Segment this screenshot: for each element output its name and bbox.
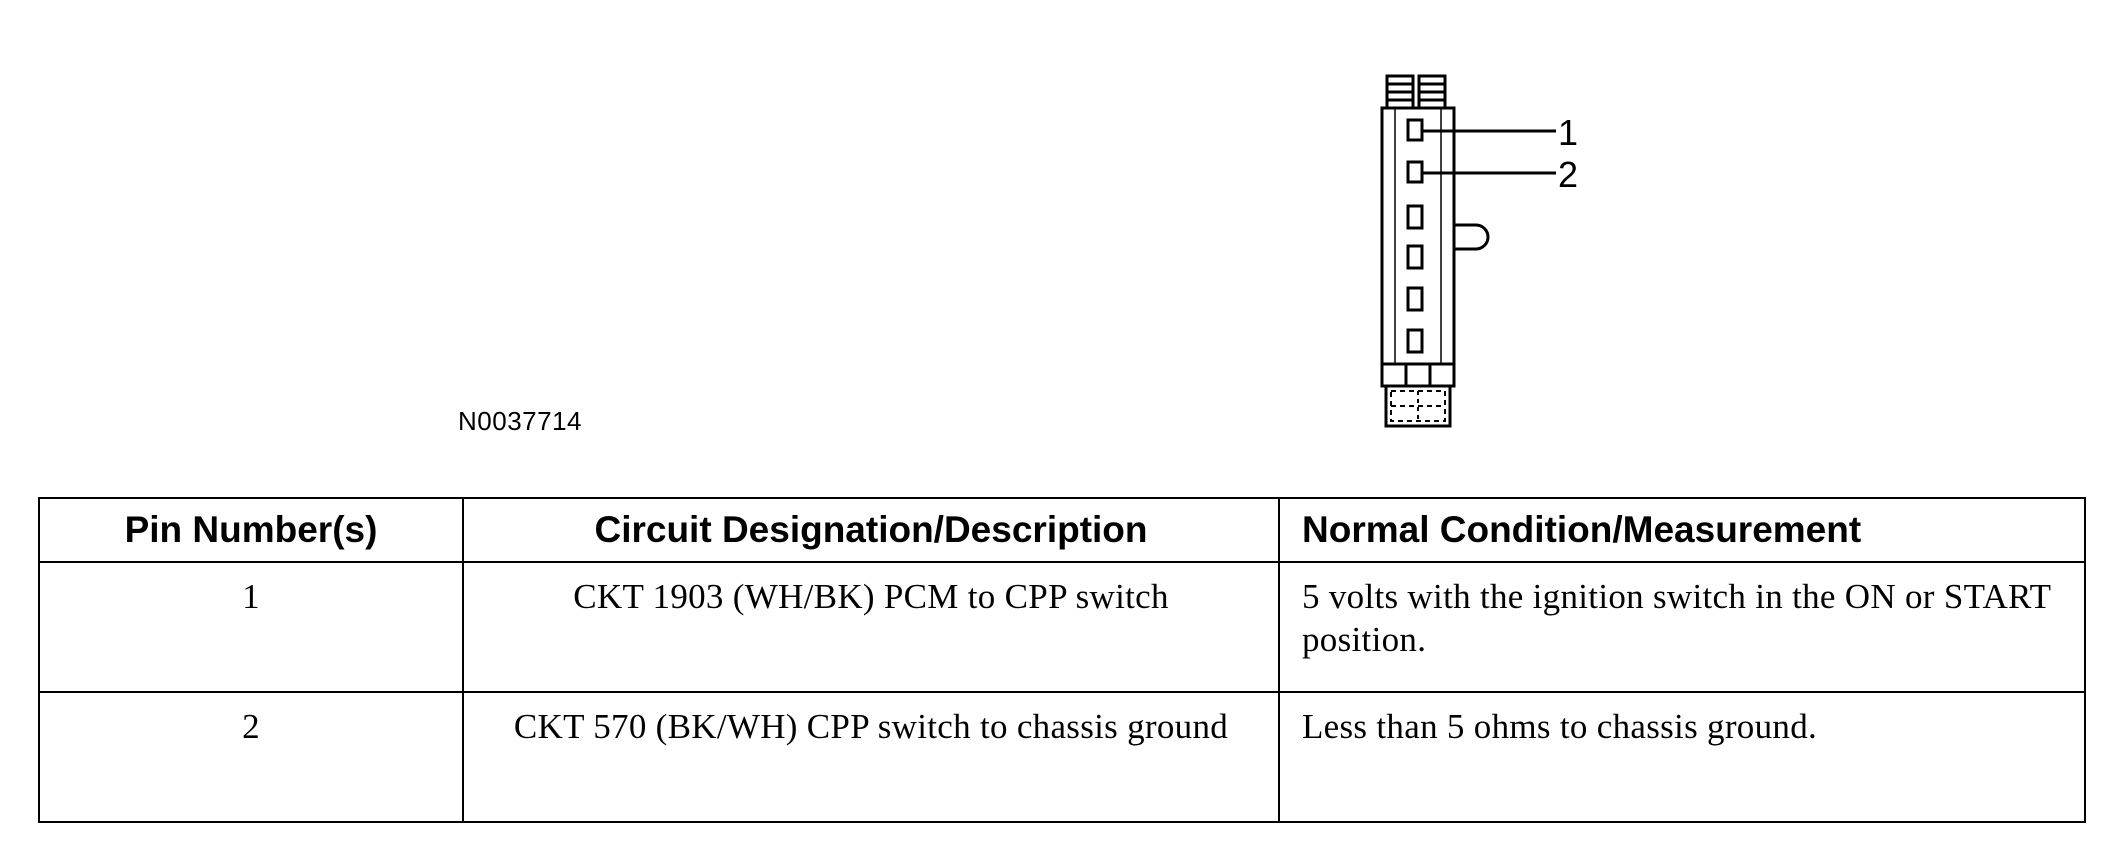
header-circuit-designation: Circuit Designation/Description <box>462 497 1280 563</box>
pin-cavity-2 <box>1406 160 1424 184</box>
connector-drawing: 1 2 <box>1380 74 1578 428</box>
table-row: 2 CKT 570 (BK/WH) CPP switch to chassis … <box>38 691 2086 823</box>
pin-cavities <box>1406 118 1424 354</box>
figure-id-label: N0037714 <box>458 406 582 436</box>
header-normal-condition: Normal Condition/Measurement <box>1278 497 2086 563</box>
connector-diagram: 1 2 N0037714 <box>458 74 1578 436</box>
table-row: 1 CKT 1903 (WH/BK) PCM to CPP switch 5 v… <box>38 561 2086 693</box>
side-lock-tab <box>1454 223 1490 251</box>
bottom-terminal-block <box>1380 362 1456 428</box>
pin-cavity-1 <box>1406 118 1424 142</box>
connector-body <box>1380 106 1456 366</box>
cell-normal-condition: Less than 5 ohms to chassis ground. <box>1278 691 2086 823</box>
callout-label-1: 1 <box>1558 112 1578 153</box>
pin-cavity-3 <box>1406 204 1424 230</box>
top-latch-tabs <box>1385 74 1447 110</box>
pin-cavity-6 <box>1406 328 1424 354</box>
pin-table: Pin Number(s) Circuit Designation/Descri… <box>38 497 2086 823</box>
cell-normal-condition: 5 volts with the ignition switch in the … <box>1278 561 2086 693</box>
callout-label-2: 2 <box>1558 154 1578 195</box>
header-pin-number: Pin Number(s) <box>38 497 464 563</box>
cell-pin-number: 2 <box>38 691 464 823</box>
cell-pin-number: 1 <box>38 561 464 693</box>
pin-cavity-4 <box>1406 244 1424 270</box>
pin-cavity-5 <box>1406 286 1424 312</box>
table-header-row: Pin Number(s) Circuit Designation/Descri… <box>38 497 2086 563</box>
cell-circuit-designation: CKT 1903 (WH/BK) PCM to CPP switch <box>462 561 1280 693</box>
cell-circuit-designation: CKT 570 (BK/WH) CPP switch to chassis gr… <box>462 691 1280 823</box>
